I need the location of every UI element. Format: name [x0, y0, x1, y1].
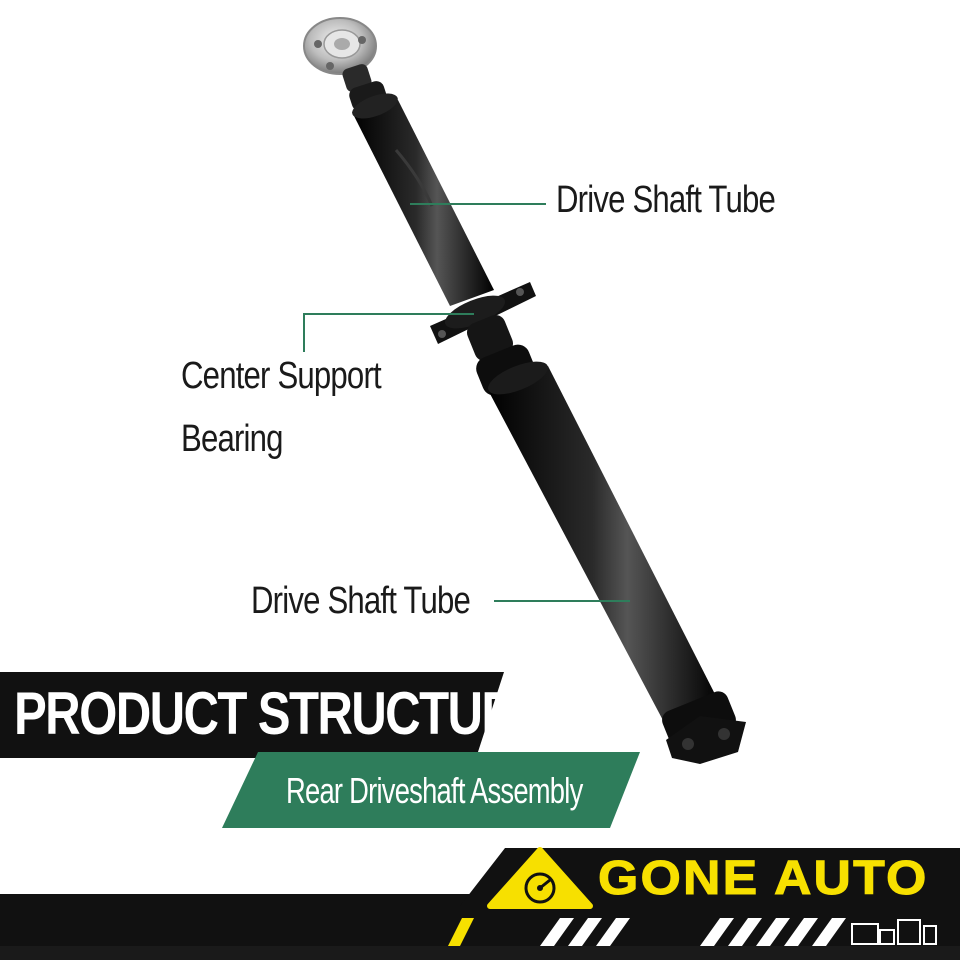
banner-subtitle: Rear Driveshaft Assembly: [286, 770, 583, 811]
brand-logo-text: GONE AUTO: [597, 852, 929, 906]
upper-drive-shaft-tube: [352, 93, 494, 306]
truck-icons: [851, 919, 937, 945]
brand-strip: [0, 848, 960, 960]
speedometer-warning-icon: [487, 847, 593, 909]
callout-upper-tube: Drive Shaft Tube: [556, 179, 776, 221]
subtitle-band: [222, 752, 640, 828]
leader-line-bearing: [303, 313, 474, 352]
rear-joint: [662, 691, 746, 764]
title-band: [0, 672, 504, 758]
lower-drive-shaft-tube: [487, 361, 720, 726]
callout-bearing-line1: Center Support: [181, 355, 382, 397]
callout-lower-tube: Drive Shaft Tube: [251, 580, 471, 622]
banner-title: PRODUCT STRUCTURE: [14, 680, 548, 747]
callout-bearing-line2: Bearing: [181, 418, 283, 460]
front-flange: [303, 17, 387, 111]
